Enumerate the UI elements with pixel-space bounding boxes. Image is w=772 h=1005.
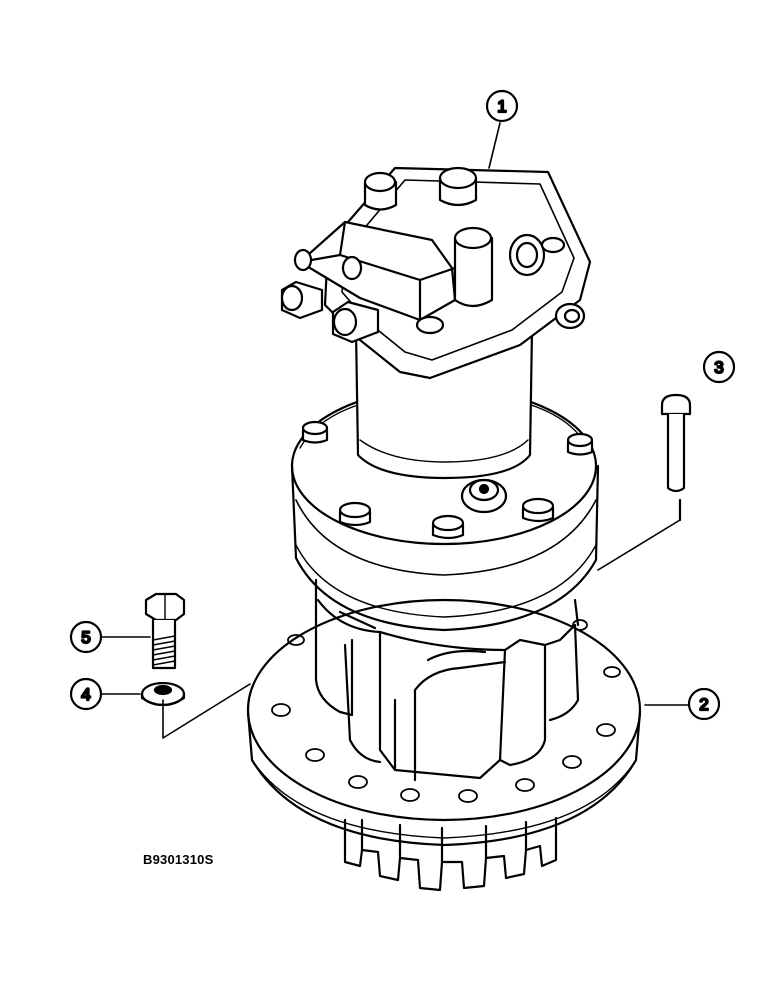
- pinion-gear: [343, 816, 558, 892]
- flange-bolt-holes: [271, 619, 621, 803]
- gear-carrier: [314, 578, 580, 782]
- callout-1: 1: [485, 89, 519, 123]
- hydraulic-ports: [280, 248, 380, 344]
- callout-4: 4: [69, 677, 103, 711]
- callout-5: 5: [69, 620, 103, 654]
- bolt-3: [660, 393, 692, 522]
- svg-text:3: 3: [714, 358, 723, 377]
- svg-text:1: 1: [497, 97, 506, 116]
- housing-bolts: [301, 420, 594, 540]
- svg-text:5: 5: [81, 628, 90, 647]
- bolt-5: [144, 592, 186, 670]
- head-bolts: [415, 236, 586, 335]
- leader-lines: [100, 122, 690, 739]
- callout-2: 2: [687, 687, 721, 721]
- mounting-flange: [246, 598, 642, 847]
- valve-caps: [363, 166, 546, 308]
- svg-text:4: 4: [81, 685, 90, 704]
- figure-code: B9301310S: [143, 852, 214, 867]
- motor-valve-head: [280, 166, 592, 380]
- svg-text:2: 2: [699, 695, 708, 714]
- callout-3: 3: [702, 350, 736, 384]
